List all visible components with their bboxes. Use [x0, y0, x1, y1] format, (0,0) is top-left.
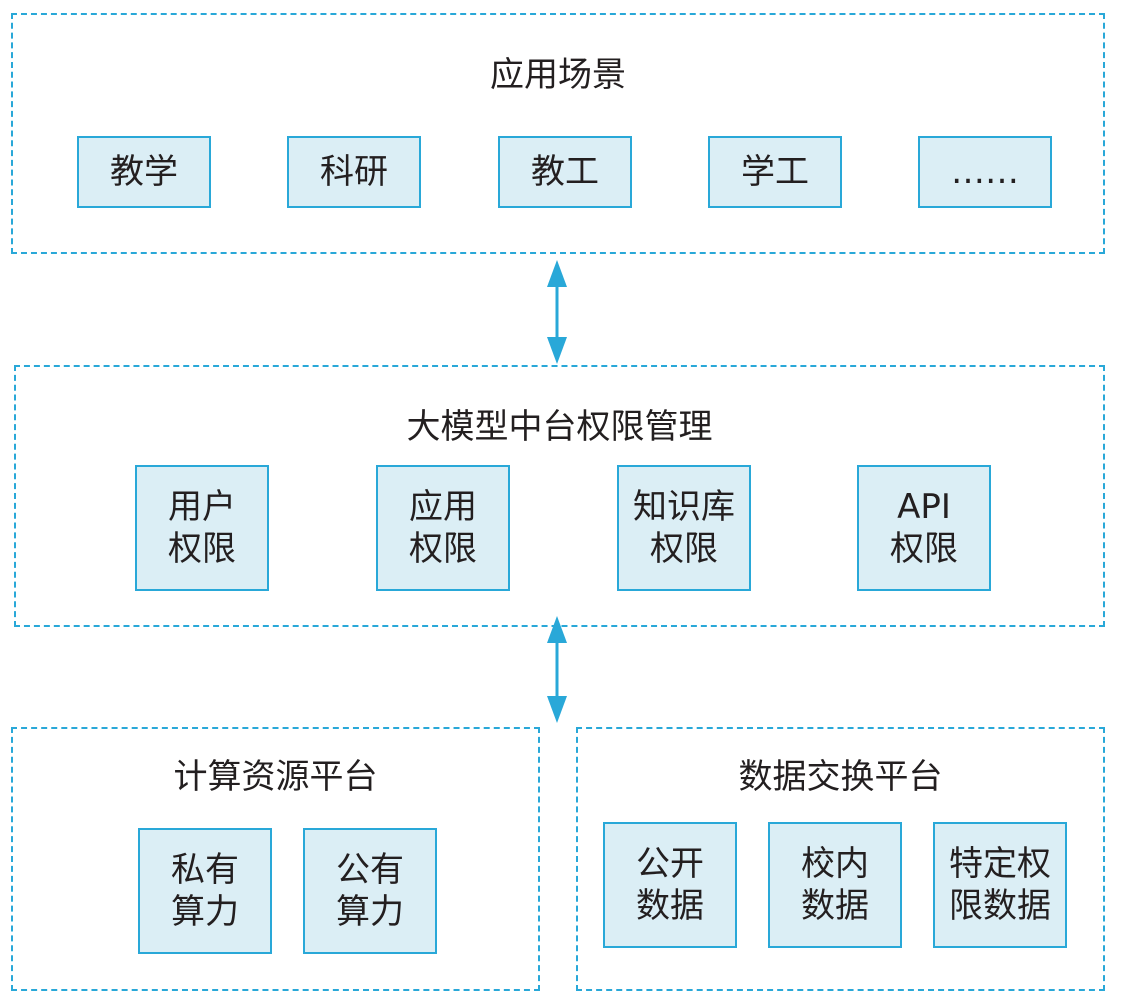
app-permission-box: 应用 权限 [376, 465, 510, 591]
data-exchange-title: 数据交换平台 [738, 757, 943, 797]
public-compute-box: 公有 算力 [303, 828, 437, 954]
scenario-teaching: 教学 [77, 136, 211, 208]
public-data-box: 公开 数据 [603, 822, 737, 948]
compute-resource-title: 计算资源平台 [173, 757, 378, 797]
arrow-top-to-middle [547, 260, 567, 364]
compute-resource-group: 计算资源平台 私有 算力 公有 算力 [11, 727, 540, 991]
scenario-student-affairs: 学工 [708, 136, 842, 208]
knowledge-base-permission-box: 知识库 权限 [617, 465, 751, 591]
application-scenarios-group: 应用场景 教学 科研 教工 学工 …… [11, 13, 1105, 254]
scenario-staff: 教工 [498, 136, 632, 208]
api-permission-box: API 权限 [857, 465, 991, 591]
permission-management-group: 大模型中台权限管理 用户 权限 应用 权限 知识库 权限 API 权限 [14, 365, 1105, 627]
scenario-research: 科研 [287, 136, 421, 208]
application-scenarios-title: 应用场景 [490, 55, 626, 95]
private-compute-box: 私有 算力 [138, 828, 272, 954]
data-exchange-group: 数据交换平台 公开 数据 校内 数据 特定权 限数据 [576, 727, 1105, 991]
scenario-more: …… [918, 136, 1052, 208]
permission-management-title: 大模型中台权限管理 [406, 407, 713, 447]
arrow-middle-to-bottom [547, 616, 567, 723]
restricted-data-box: 特定权 限数据 [933, 822, 1067, 948]
campus-data-box: 校内 数据 [768, 822, 902, 948]
user-permission-box: 用户 权限 [135, 465, 269, 591]
